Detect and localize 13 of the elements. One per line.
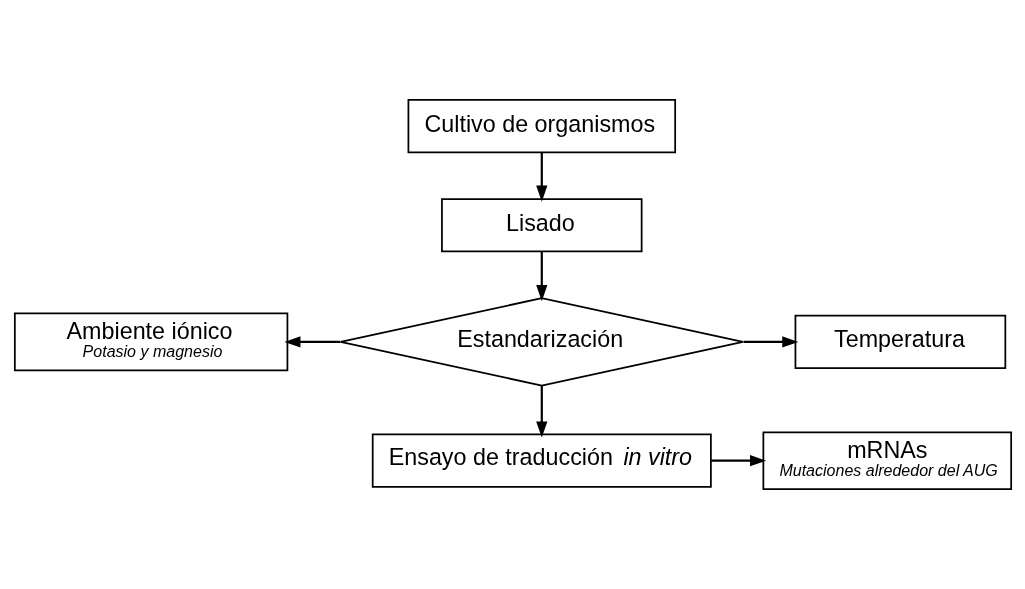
arrow — [710, 455, 766, 467]
node-box: Ensayo de traducción in vitro — [371, 433, 712, 488]
arrow — [535, 385, 547, 438]
node-box: Cultivo de organismos — [407, 99, 676, 154]
arrow — [743, 336, 798, 348]
arrow — [535, 251, 547, 302]
node-box: Ambiente iónico Potasio y magnesio — [13, 312, 288, 372]
arrow — [535, 152, 547, 202]
node-diamond: Estandarización — [339, 297, 744, 387]
node-box: mRNAs Mutaciones alrededor del AUG — [762, 431, 1012, 490]
node-box: Temperatura — [794, 314, 1006, 369]
arrow — [283, 336, 340, 348]
node-box: Lisado — [440, 198, 642, 253]
